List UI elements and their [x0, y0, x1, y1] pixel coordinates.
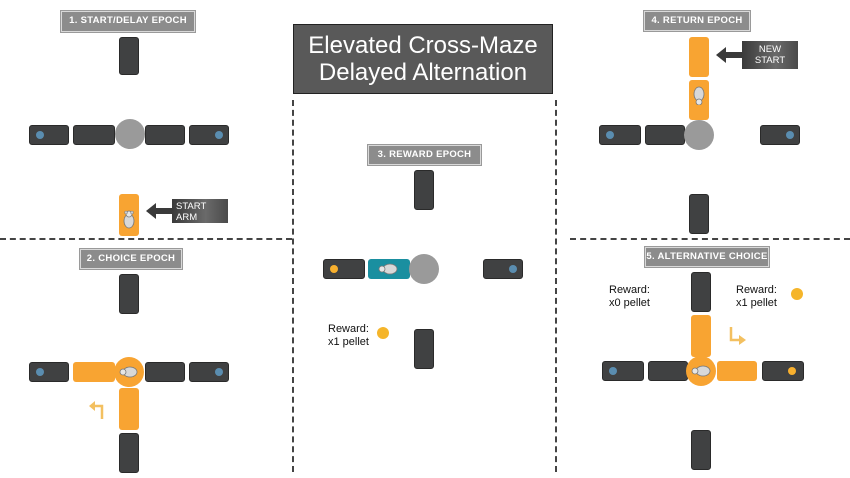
maze-arm-east-outer: [760, 125, 800, 145]
maze-arm-north: [119, 274, 139, 314]
well-east: [215, 368, 223, 376]
maze-arm-east-outer: [762, 361, 804, 381]
maze-arm-north-outer-active: [689, 37, 709, 77]
maze-arm-west-inner: [645, 125, 685, 145]
maze-arm-north-inner-active: [691, 315, 711, 357]
well-west: [609, 367, 617, 375]
mouse-icon: [693, 86, 705, 105]
well-east: [509, 265, 517, 273]
maze-arm-east-outer: [483, 259, 523, 279]
well-west: [36, 368, 44, 376]
well-east-pellet: [788, 367, 796, 375]
maze-arm-south-outer: [119, 433, 139, 473]
panel-label-return: 4. RETURN EPOCH: [643, 10, 751, 32]
maze-arm-west-inner: [648, 361, 688, 381]
well-west: [36, 131, 44, 139]
maze-arm-east-inner: [145, 125, 185, 145]
title-line-2: Delayed Alternation: [318, 59, 528, 86]
panel-label-start-delay: 1. START/DELAY EPOCH: [60, 10, 196, 33]
maze-arm-west-outer: [323, 259, 365, 279]
maze-arm-west-outer: [602, 361, 644, 381]
divider-left: [292, 100, 294, 472]
maze-arm-west-outer: [29, 125, 69, 145]
maze-center-hub: [115, 119, 145, 149]
mouse-icon: [691, 365, 711, 377]
well-west: [606, 131, 614, 139]
maze-arm-north: [119, 37, 139, 75]
maze-center-hub: [684, 120, 714, 150]
maze-arm-north-outer: [691, 272, 711, 312]
turn-arrow-icon: [729, 327, 746, 345]
mouse-icon: [378, 263, 398, 275]
mouse-icon: [119, 366, 138, 378]
page-title: Elevated Cross-Maze Delayed Alternation: [293, 24, 553, 94]
new-start-callout-text: NEW START: [742, 41, 798, 69]
food-pellet-icon: [791, 288, 803, 300]
divider-right: [555, 100, 557, 472]
maze-arm-south: [414, 329, 434, 369]
mouse-icon: [123, 210, 135, 229]
panel-label-choice: 2. CHOICE EPOCH: [79, 248, 183, 270]
food-pellet-icon: [377, 327, 389, 339]
maze-arm-west-outer: [29, 362, 69, 382]
maze-arm-east-outer: [189, 125, 229, 145]
maze-arm-south: [691, 430, 711, 470]
left-arrow-icon: [146, 203, 172, 219]
maze-arm-east-inner: [145, 362, 185, 382]
well-west-pellet: [330, 265, 338, 273]
maze-arm-west-inner-active: [73, 362, 115, 382]
maze-arm-south-active: [119, 388, 139, 430]
reward-text: Reward: x1 pellet: [328, 323, 369, 348]
maze-arm-north: [414, 170, 434, 210]
panel-label-reward: 3. REWARD EPOCH: [367, 144, 482, 166]
panel-label-alternative: 5. ALTERNATIVE CHOICE: [644, 246, 770, 268]
maze-arm-west-outer: [599, 125, 641, 145]
title-line-1: Elevated Cross-Maze: [308, 32, 538, 59]
start-arm-callout-text: START ARM: [172, 199, 228, 223]
maze-arm-east-inner-active: [717, 361, 757, 381]
well-east: [786, 131, 794, 139]
well-east: [215, 131, 223, 139]
maze-arm-east-outer: [189, 362, 229, 382]
turn-arrow-icon: [89, 401, 104, 419]
new-start-callout: NEW START: [716, 41, 798, 69]
divider-right-horizontal: [570, 238, 850, 240]
reward-text-right: Reward: x1 pellet: [736, 284, 777, 309]
left-arrow-icon: [716, 47, 742, 63]
maze-arm-west-inner: [73, 125, 115, 145]
start-arm-callout: START ARM: [146, 199, 228, 223]
divider-left-horizontal: [0, 238, 292, 240]
maze-center-hub: [409, 254, 439, 284]
reward-text-left: Reward: x0 pellet: [609, 284, 650, 309]
maze-arm-south: [689, 194, 709, 234]
